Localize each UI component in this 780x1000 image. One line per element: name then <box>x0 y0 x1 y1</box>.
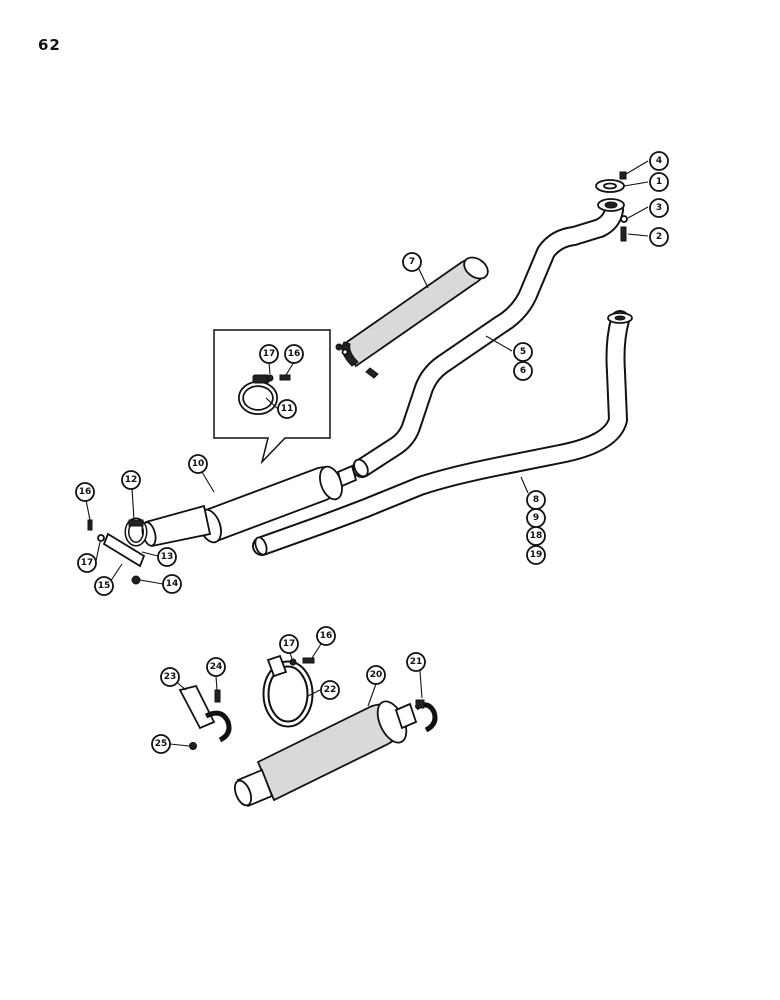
callout-11: 11 <box>277 399 297 419</box>
svg-text:5: 5 <box>520 347 526 357</box>
svg-text:6: 6 <box>520 366 526 376</box>
flange-bolt <box>620 226 627 242</box>
callout-16-inset: 16 <box>284 344 304 364</box>
callout-17-inset: 17 <box>259 344 279 364</box>
exhaust-clamp <box>238 374 278 415</box>
svg-text:23: 23 <box>164 672 177 682</box>
band-bolt <box>302 657 315 664</box>
svg-text:10: 10 <box>192 459 205 469</box>
support-nut <box>189 742 197 750</box>
callout-19: 19 <box>526 545 546 565</box>
heat-shield-washer <box>341 348 349 356</box>
callout-6: 6 <box>513 361 533 381</box>
callout-23: 23 <box>160 667 180 687</box>
svg-text:19: 19 <box>530 550 543 560</box>
svg-text:24: 24 <box>210 662 223 672</box>
callout-15: 15 <box>94 576 114 596</box>
flange-gasket <box>595 179 625 193</box>
svg-text:2: 2 <box>656 232 662 242</box>
callout-14: 14 <box>162 574 182 594</box>
svg-text:16: 16 <box>79 487 92 497</box>
callout-24: 24 <box>206 657 226 677</box>
callout-4: 4 <box>649 151 669 171</box>
svg-text:25: 25 <box>155 739 168 749</box>
flange-lockwasher <box>620 215 628 223</box>
svg-text:16: 16 <box>320 631 333 641</box>
svg-text:8: 8 <box>533 495 539 505</box>
leader-lines <box>85 160 649 747</box>
svg-text:9: 9 <box>533 513 539 523</box>
callout-5: 5 <box>513 342 533 362</box>
bracket-bolt <box>87 519 93 531</box>
svg-text:4: 4 <box>656 156 662 166</box>
bracket-lockwasher <box>97 534 105 542</box>
callout-1: 1 <box>649 172 669 192</box>
callout-22: 22 <box>320 680 340 700</box>
svg-text:20: 20 <box>370 670 383 680</box>
callout-16-bracket: 16 <box>75 482 95 502</box>
callout-20: 20 <box>366 665 386 685</box>
svg-text:17: 17 <box>81 558 94 568</box>
callout-9: 9 <box>526 508 546 528</box>
svg-text:3: 3 <box>656 203 662 213</box>
callout-13: 13 <box>157 547 177 567</box>
support-bolt <box>214 689 221 703</box>
heat-shield-screw <box>365 367 379 379</box>
exhaust-pipe-upper <box>352 200 624 478</box>
svg-text:17: 17 <box>283 639 296 649</box>
svg-text:16: 16 <box>288 349 301 359</box>
muffler-lower <box>233 700 418 808</box>
callout-12: 12 <box>121 470 141 490</box>
clamp-bolt <box>279 374 291 381</box>
svg-text:21: 21 <box>410 657 423 667</box>
callout-7: 7 <box>402 252 422 272</box>
svg-text:11: 11 <box>281 404 294 414</box>
page-number: 62 <box>38 36 61 54</box>
heat-shield <box>341 256 489 368</box>
callout-2: 2 <box>649 227 669 247</box>
svg-text:12: 12 <box>125 475 138 485</box>
callout-10: 10 <box>188 454 208 474</box>
svg-text:22: 22 <box>324 685 337 695</box>
callout-16-lower: 16 <box>316 626 336 646</box>
mounting-band <box>262 654 314 728</box>
muffler-clamp-lower <box>414 699 438 733</box>
callout-25: 25 <box>151 734 171 754</box>
heat-shield-nut <box>335 343 343 351</box>
muffler-bracket <box>102 517 148 568</box>
callout-17-bracket: 17 <box>77 553 97 573</box>
band-lockwasher <box>289 658 297 666</box>
clamp-lockwasher <box>266 374 274 382</box>
svg-text:17: 17 <box>263 349 276 359</box>
callout-3: 3 <box>649 198 669 218</box>
support-bracket <box>178 684 232 743</box>
svg-text:18: 18 <box>530 531 543 541</box>
svg-text:15: 15 <box>98 581 111 591</box>
callout-8: 8 <box>526 490 546 510</box>
callout-21: 21 <box>406 652 426 672</box>
svg-text:7: 7 <box>409 257 415 267</box>
callout-17-lower: 17 <box>279 634 299 654</box>
flange-nut <box>619 171 627 180</box>
callout-18: 18 <box>526 526 546 546</box>
svg-text:1: 1 <box>656 177 662 187</box>
muffler-upper <box>141 464 358 548</box>
exhaust-pipe-lower <box>252 310 633 556</box>
upper-flange <box>597 198 625 212</box>
svg-text:14: 14 <box>166 579 179 589</box>
svg-text:13: 13 <box>161 552 174 562</box>
bracket-nut <box>131 575 141 585</box>
